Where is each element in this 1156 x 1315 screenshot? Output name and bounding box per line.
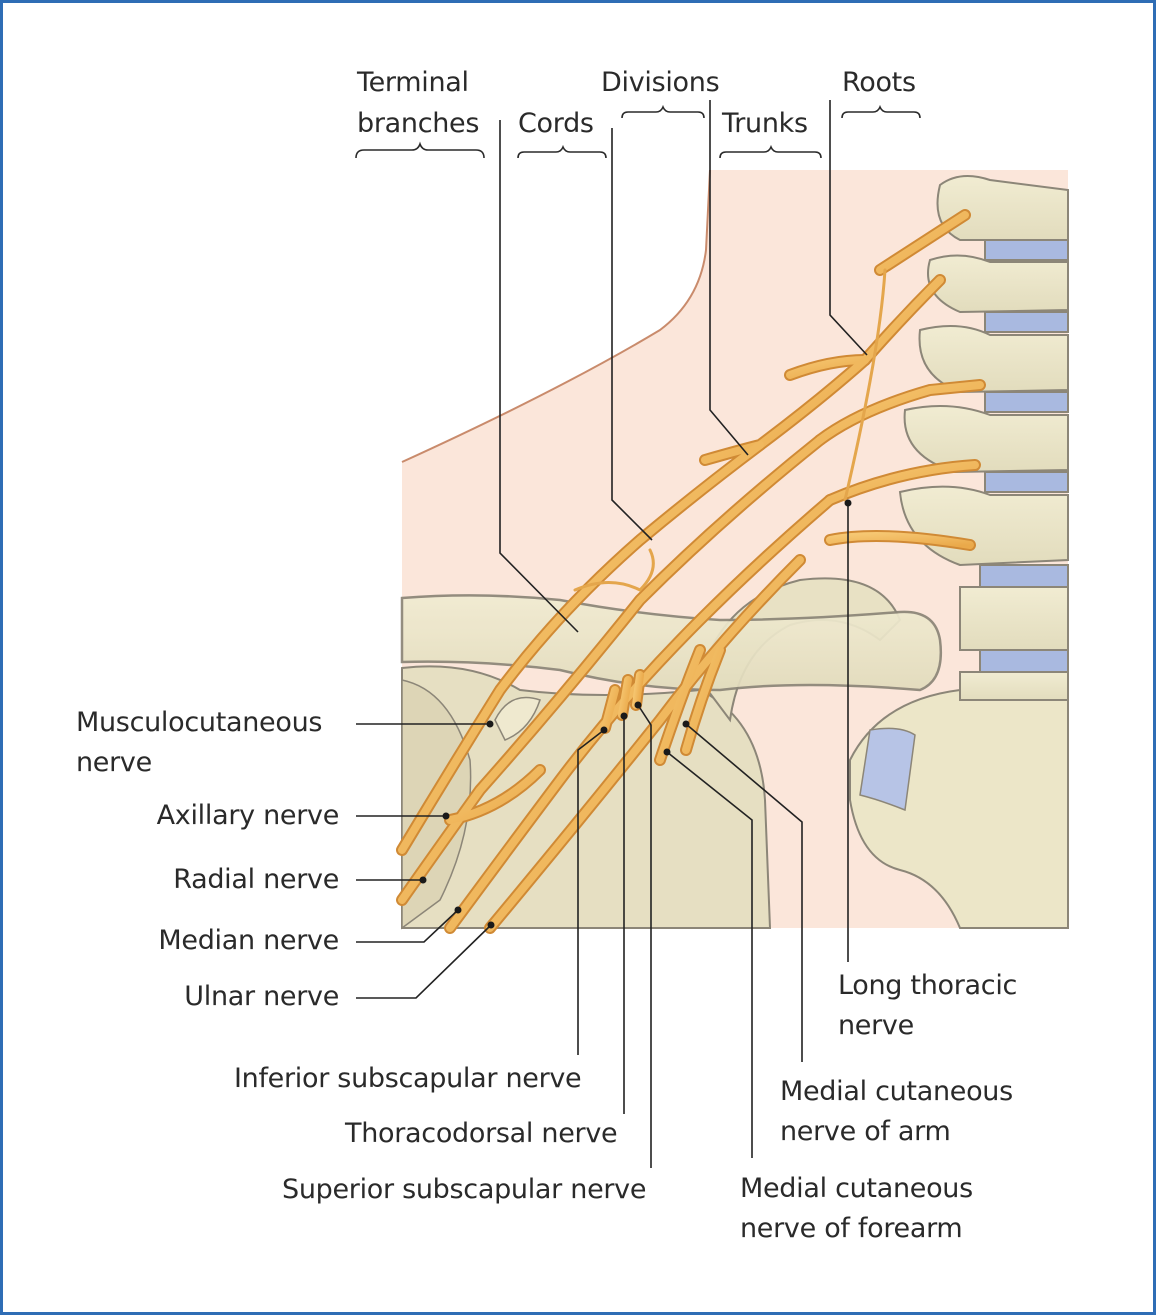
header-trunks: Trunks: [722, 108, 808, 139]
label-median-nerve: Median nerve: [158, 925, 339, 956]
costal-cartilage: [859, 727, 916, 812]
leader-inferior-subscapular: [577, 729, 605, 1055]
coracoid-process: [494, 696, 541, 741]
leader-medial-cutaneous-arm: [685, 723, 803, 1062]
brace-divisions: [621, 104, 705, 119]
neck-outline: [401, 169, 711, 463]
leader-cords: [611, 128, 653, 541]
brace-terminal-branches: [355, 141, 485, 159]
leader-median: [356, 909, 459, 943]
label-medial-cutaneous-arm-line2: nerve of arm: [780, 1116, 951, 1147]
vertebral-column: [898, 175, 1069, 701]
label-long-thoracic-line1: Long thoracic: [838, 970, 1018, 1001]
label-thoracodorsal-nerve: Thoracodorsal nerve: [345, 1118, 618, 1149]
leader-roots: [829, 100, 868, 356]
header-roots: Roots: [842, 67, 916, 98]
leader-dots: [419, 499, 852, 929]
label-superior-subscapular-nerve: Superior subscapular nerve: [282, 1174, 647, 1205]
label-long-thoracic-line2: nerve: [838, 1010, 914, 1041]
label-medial-cutaneous-arm-line1: Medial cutaneous: [780, 1076, 1013, 1107]
label-musculocutaneous-line1: Musculocutaneous: [76, 707, 323, 738]
header-terminal-branches-line2: branches: [357, 108, 480, 139]
label-medial-cutaneous-forearm-line1: Medial cutaneous: [740, 1173, 973, 1204]
brace-trunks: [719, 144, 822, 159]
label-inferior-subscapular-nerve: Inferior subscapular nerve: [234, 1063, 582, 1094]
label-musculocutaneous-line2: nerve: [76, 747, 152, 778]
leader-terminal-branches: [499, 120, 579, 633]
header-terminal-branches-line1: Terminal: [357, 67, 469, 98]
nerves: [396, 209, 986, 934]
leader-medial-cutaneous-forearm: [666, 751, 753, 1158]
leader-ulnar: [356, 924, 492, 999]
brace-cords: [517, 144, 607, 159]
label-radial-nerve: Radial nerve: [173, 864, 339, 895]
label-medial-cutaneous-forearm-line2: nerve of forearm: [740, 1213, 963, 1244]
leader-superior-subscapular: [637, 704, 652, 1168]
header-braces: [355, 104, 921, 159]
header-cords: Cords: [518, 108, 594, 139]
leader-lines: [356, 100, 868, 1168]
label-axillary-nerve: Axillary nerve: [156, 800, 340, 831]
header-divisions: Divisions: [601, 67, 720, 98]
brace-roots: [841, 104, 921, 119]
label-ulnar-nerve: Ulnar nerve: [184, 981, 339, 1012]
leader-divisions: [709, 100, 749, 456]
